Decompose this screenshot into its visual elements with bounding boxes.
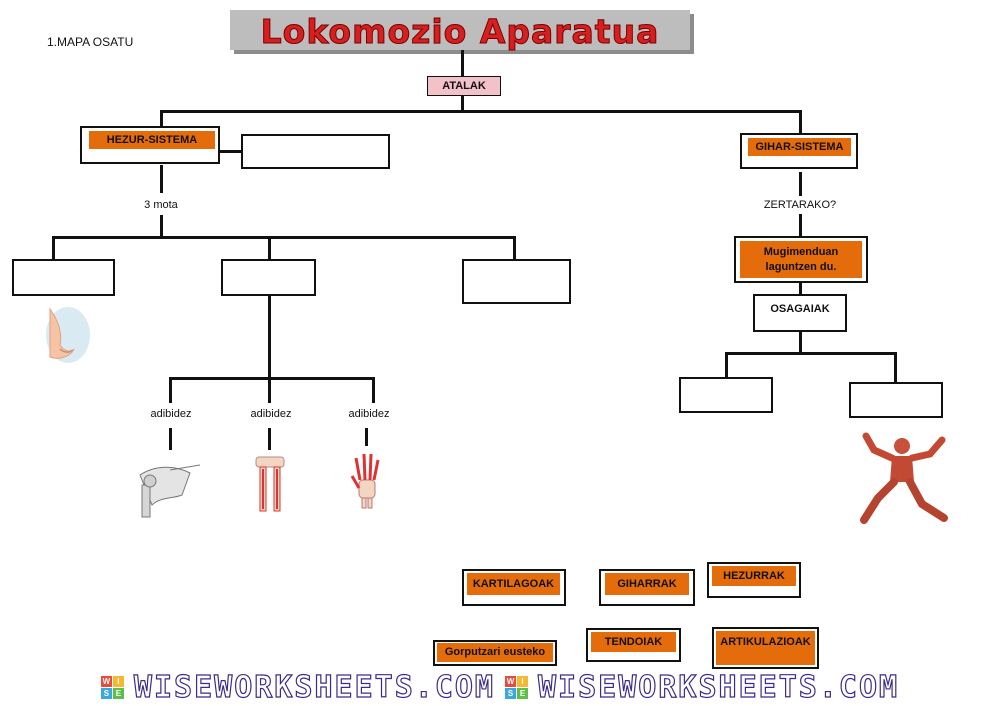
purpose-question: ZERTARAKO? [763, 199, 837, 211]
connector [169, 377, 375, 380]
connector [513, 236, 516, 260]
connector [725, 352, 728, 378]
root-node [427, 76, 501, 96]
answer-chip-label: HEZURRAK [712, 566, 796, 586]
task-instruction: 1.MAPA OSATU [47, 35, 134, 49]
connector [160, 110, 163, 128]
connector [160, 110, 801, 113]
answer-drop-box[interactable] [241, 134, 390, 169]
connector [268, 295, 271, 379]
brand-wordmark: WISEWORKSHEETS.COM [537, 669, 900, 705]
connector [218, 150, 242, 153]
answer-drop-box[interactable] [462, 259, 571, 304]
hand-bones-image [350, 453, 380, 509]
example-label: adibidez [348, 408, 390, 420]
root-label: ATALAK [442, 80, 486, 92]
connector [799, 332, 802, 354]
answer-drop-box[interactable] [221, 259, 316, 296]
shoulder-bone-image [139, 464, 201, 518]
connector [725, 352, 897, 355]
connector [160, 165, 163, 193]
connector [52, 236, 516, 239]
example-label: adibidez [150, 408, 192, 420]
connector [799, 282, 802, 296]
connector [169, 428, 172, 450]
components-label: OSAGAIAK [770, 303, 830, 315]
brand-wordmark: WISEWORKSHEETS.COM [133, 669, 495, 705]
answer-chip-label: GIHARRAK [605, 573, 689, 595]
connector [268, 428, 271, 450]
connector [160, 215, 163, 237]
connector [799, 172, 802, 196]
components-node [753, 294, 847, 332]
connector [461, 95, 464, 111]
connector [372, 377, 375, 403]
leg-bones-image [255, 456, 285, 512]
answer-chip-label: KARTILAGOAK [467, 573, 560, 595]
connector [169, 377, 172, 403]
connector [268, 236, 271, 260]
connector [799, 110, 802, 134]
connector [799, 214, 802, 236]
answer-chip-label: TENDOIAK [591, 632, 676, 652]
answer-drop-box[interactable] [679, 377, 773, 413]
example-label: adibidez [250, 408, 292, 420]
connector [461, 50, 464, 77]
answer-chip-label: Gorputzari eusteko [437, 643, 553, 662]
page-title: Lokomozio Aparatua [260, 12, 660, 52]
connector [52, 236, 55, 260]
nose-image [46, 307, 90, 363]
gihar-sistema-label: GIHAR-SISTEMA [748, 138, 851, 156]
connector [365, 428, 368, 446]
title-banner [230, 10, 690, 50]
hezur-sistema-label: HEZUR-SISTEMA [89, 131, 215, 149]
connector [894, 352, 897, 382]
answer-chip-label: ARTIKULAZIOAK [716, 631, 815, 665]
purpose-answer-label: Mugimenduan laguntzen du. [740, 241, 862, 278]
answer-drop-box[interactable] [849, 382, 943, 418]
muscle-figure-image [860, 432, 948, 524]
answer-drop-box[interactable] [12, 259, 115, 296]
bone-types-label: 3 mota [144, 199, 178, 211]
connector [268, 377, 271, 403]
